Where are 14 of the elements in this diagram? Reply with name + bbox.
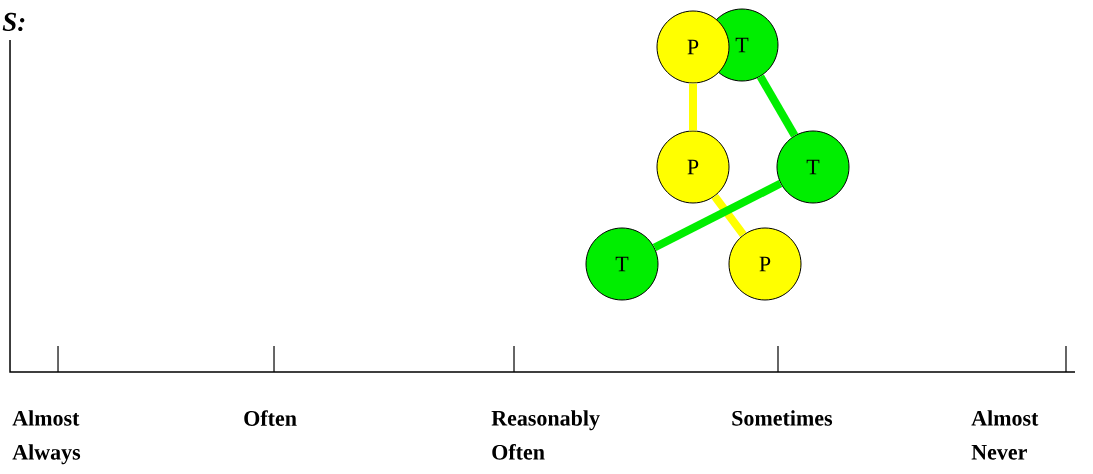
connector-line (756, 74, 799, 138)
circle-node: P (656, 10, 730, 84)
circle-node: P (728, 227, 802, 301)
circle-node: P (656, 130, 730, 204)
connector-line (652, 179, 783, 252)
connector-line (711, 193, 747, 238)
axis-label: Sometimes (732, 410, 833, 426)
axis-title: S: (2, 12, 25, 32)
axis-label: Reasonably Often (491, 410, 600, 460)
axis-label: Almost Always (12, 410, 81, 465)
axis-label: Often (244, 410, 297, 426)
circle-node: T (776, 130, 850, 204)
axis-label: Almost Never (971, 410, 1039, 460)
circle-node: T (585, 227, 659, 301)
